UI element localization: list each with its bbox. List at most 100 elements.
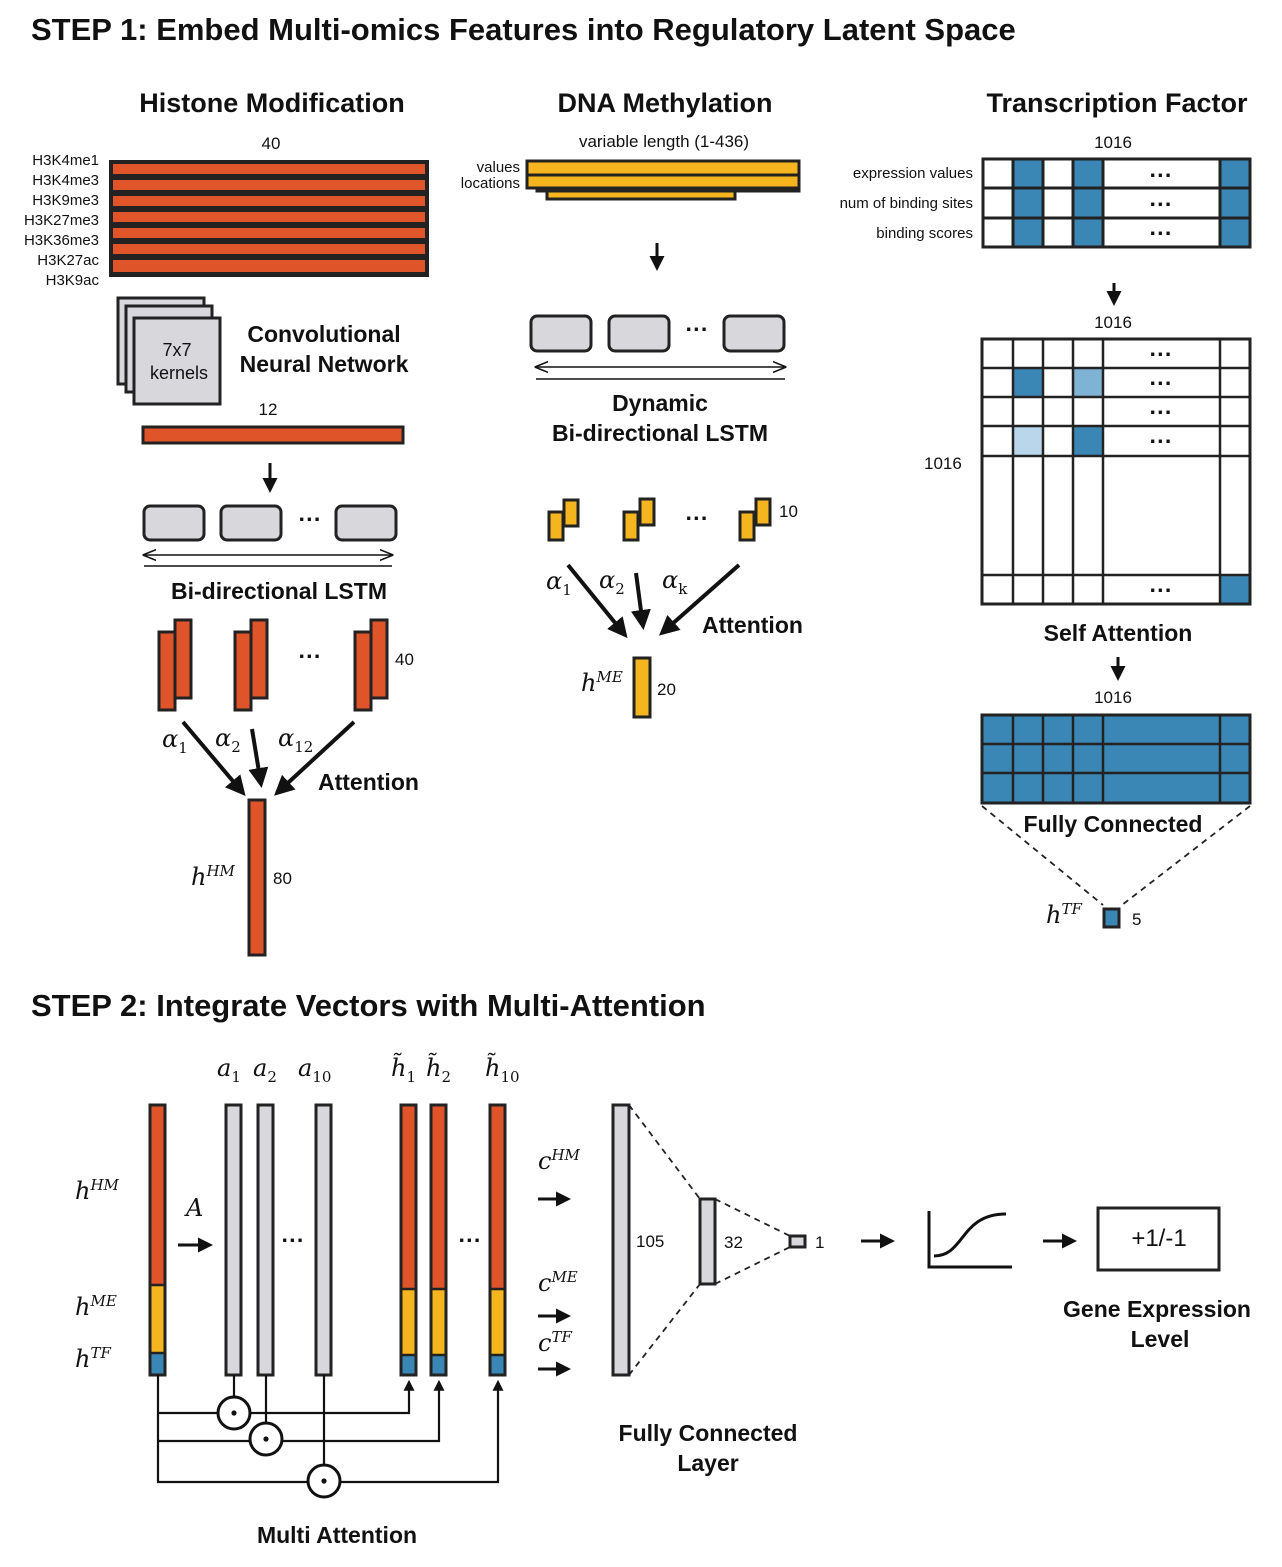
methylation-locations-label: locations bbox=[460, 175, 520, 192]
methylation-values-label: values bbox=[476, 159, 520, 176]
tf-fc-dim: 1016 bbox=[1094, 688, 1132, 707]
output-value: +1/-1 bbox=[1131, 1225, 1187, 1252]
histone-mark-label: H3K9me3 bbox=[32, 192, 99, 209]
cnn-output-vector bbox=[141, 425, 405, 445]
histone-input-matrix bbox=[109, 160, 429, 277]
tf-matrix-ellipsis: ··· bbox=[1149, 341, 1173, 367]
histone-output-vector bbox=[247, 798, 267, 957]
tf-row-label: binding scores bbox=[876, 225, 973, 242]
tf-matrix-ellipsis: ··· bbox=[1149, 370, 1173, 396]
kernel-word-label: kernels bbox=[149, 363, 209, 383]
tf-matrix-ellipsis: ··· bbox=[1149, 577, 1173, 603]
methylation-lstm-label-line2: Bi-directional LSTM bbox=[552, 420, 768, 446]
methylation-hidden-states bbox=[547, 497, 772, 542]
fc-layer-label-line2: Layer bbox=[677, 1450, 739, 1476]
multi-attention-wiring bbox=[156, 1375, 504, 1499]
methylation-alpha-k: αk bbox=[662, 566, 688, 598]
c-tf-label: cTF bbox=[538, 1328, 572, 1357]
fc-dim-1: 1 bbox=[815, 1233, 825, 1252]
methylation-lstm-cells bbox=[529, 314, 786, 353]
h-me-label: hME bbox=[581, 668, 623, 697]
tf-fully-connected-matrix bbox=[980, 713, 1252, 805]
fc-layer-label-line1: Fully Connected bbox=[618, 1420, 798, 1446]
histone-attention-label: Attention bbox=[318, 769, 419, 795]
tf-attention-dim-left: 1016 bbox=[924, 454, 962, 473]
histone-mark-label: H3K9ac bbox=[45, 272, 99, 289]
tf-title: Transcription Factor bbox=[986, 88, 1248, 118]
htilde2-label: h̃2 bbox=[426, 1054, 452, 1086]
methylation-length-label: variable length (1-436) bbox=[578, 132, 750, 151]
histone-output-dim: 80 bbox=[273, 869, 292, 888]
histone-mark-label: H3K36me3 bbox=[23, 232, 99, 249]
concat-input-vector bbox=[148, 1103, 167, 1377]
fc-layer-vectors bbox=[611, 1103, 807, 1377]
methylation-title: DNA Methylation bbox=[557, 88, 773, 118]
attention-matrix-label: A bbox=[186, 1194, 204, 1222]
tf-ellipsis: ··· bbox=[1149, 220, 1173, 246]
fc-dim-105: 105 bbox=[636, 1232, 665, 1251]
tf-input-dim: 1016 bbox=[1094, 133, 1132, 152]
tf-ellipsis: ··· bbox=[1149, 162, 1173, 188]
kernel-size-label: 7x7 bbox=[162, 340, 192, 360]
multi-attention-label: Multi Attention bbox=[256, 1522, 418, 1548]
tf-fc-label: Fully Connected bbox=[1023, 811, 1203, 837]
step1-title: STEP 1: Embed Multi-omics Features into … bbox=[31, 12, 1016, 47]
methylation-attention-arrows bbox=[566, 563, 741, 639]
histone-alpha-12: α12 bbox=[278, 724, 314, 756]
weighted-vectors-ellipsis: ··· bbox=[458, 1227, 482, 1253]
attention-weight-vectors bbox=[224, 1103, 333, 1377]
tf-row-label: expression values bbox=[852, 165, 973, 182]
htilde10-label: h̃10 bbox=[485, 1054, 520, 1086]
tf-ellipsis: ··· bbox=[1149, 191, 1173, 217]
cnn-output-dim: 12 bbox=[258, 400, 278, 419]
c-me-label: cME bbox=[538, 1268, 578, 1297]
histone-lstm-cells bbox=[142, 504, 398, 542]
histone-lstm-ellipsis: ··· bbox=[298, 506, 322, 532]
histone-alpha-2: α2 bbox=[215, 724, 241, 756]
h-tf-input-label: hTF bbox=[75, 1344, 111, 1373]
histone-hidden-ellipsis: ··· bbox=[298, 643, 322, 669]
histone-mark-label: H3K27ac bbox=[37, 252, 99, 269]
c-hm-label: cHM bbox=[538, 1146, 580, 1175]
cnn-label-line1: Convolutional bbox=[247, 321, 401, 347]
histone-mark-label: H3K27me3 bbox=[23, 212, 99, 229]
histone-alpha-1: α1 bbox=[162, 725, 188, 757]
a10-label: a10 bbox=[298, 1054, 332, 1086]
output-label-line2: Level bbox=[1130, 1326, 1190, 1352]
methylation-lstm-label-line1: Dynamic bbox=[612, 390, 708, 416]
attention-vectors-ellipsis: ··· bbox=[281, 1227, 305, 1253]
a2-label: a2 bbox=[253, 1054, 277, 1086]
histone-mark-label: H3K4me3 bbox=[32, 172, 99, 189]
histone-hidden-dim: 40 bbox=[395, 650, 414, 669]
h-hm-input-label: hHM bbox=[75, 1176, 119, 1205]
htilde1-label: h̃1 bbox=[391, 1054, 417, 1086]
methylation-alpha-2: α2 bbox=[599, 566, 625, 598]
tf-matrix-ellipsis: ··· bbox=[1149, 428, 1173, 454]
tf-self-attention-matrix bbox=[980, 337, 1252, 606]
histone-hidden-states bbox=[157, 618, 389, 712]
h-hm-label: hHM bbox=[191, 862, 235, 891]
methylation-output-vector bbox=[632, 656, 652, 719]
methylation-hidden-ellipsis: ··· bbox=[685, 505, 709, 531]
step2-title: STEP 2: Integrate Vectors with Multi-Att… bbox=[31, 988, 706, 1023]
histone-lstm-label: Bi-directional LSTM bbox=[171, 578, 387, 604]
histone-input-width: 40 bbox=[261, 134, 281, 153]
tf-matrix-ellipsis: ··· bbox=[1149, 399, 1173, 425]
weighted-vectors bbox=[399, 1103, 507, 1377]
cnn-kernel-stack bbox=[116, 296, 222, 406]
fc-dim-32: 32 bbox=[724, 1233, 743, 1252]
methylation-output-dim: 20 bbox=[657, 680, 676, 699]
tf-output-dim: 5 bbox=[1132, 910, 1142, 929]
output-label-line1: Gene Expression bbox=[1063, 1296, 1251, 1322]
cnn-label-line2: Neural Network bbox=[239, 351, 409, 377]
methylation-hidden-dim: 10 bbox=[779, 502, 798, 521]
tf-attention-dim-top: 1016 bbox=[1094, 313, 1132, 332]
methylation-lstm-ellipsis: ··· bbox=[685, 316, 709, 342]
histone-attention-arrows bbox=[181, 720, 356, 797]
methylation-input bbox=[525, 159, 801, 201]
context-arrows bbox=[538, 1191, 571, 1377]
tf-output-vector bbox=[1102, 907, 1121, 929]
methylation-attention-label: Attention bbox=[702, 612, 803, 638]
